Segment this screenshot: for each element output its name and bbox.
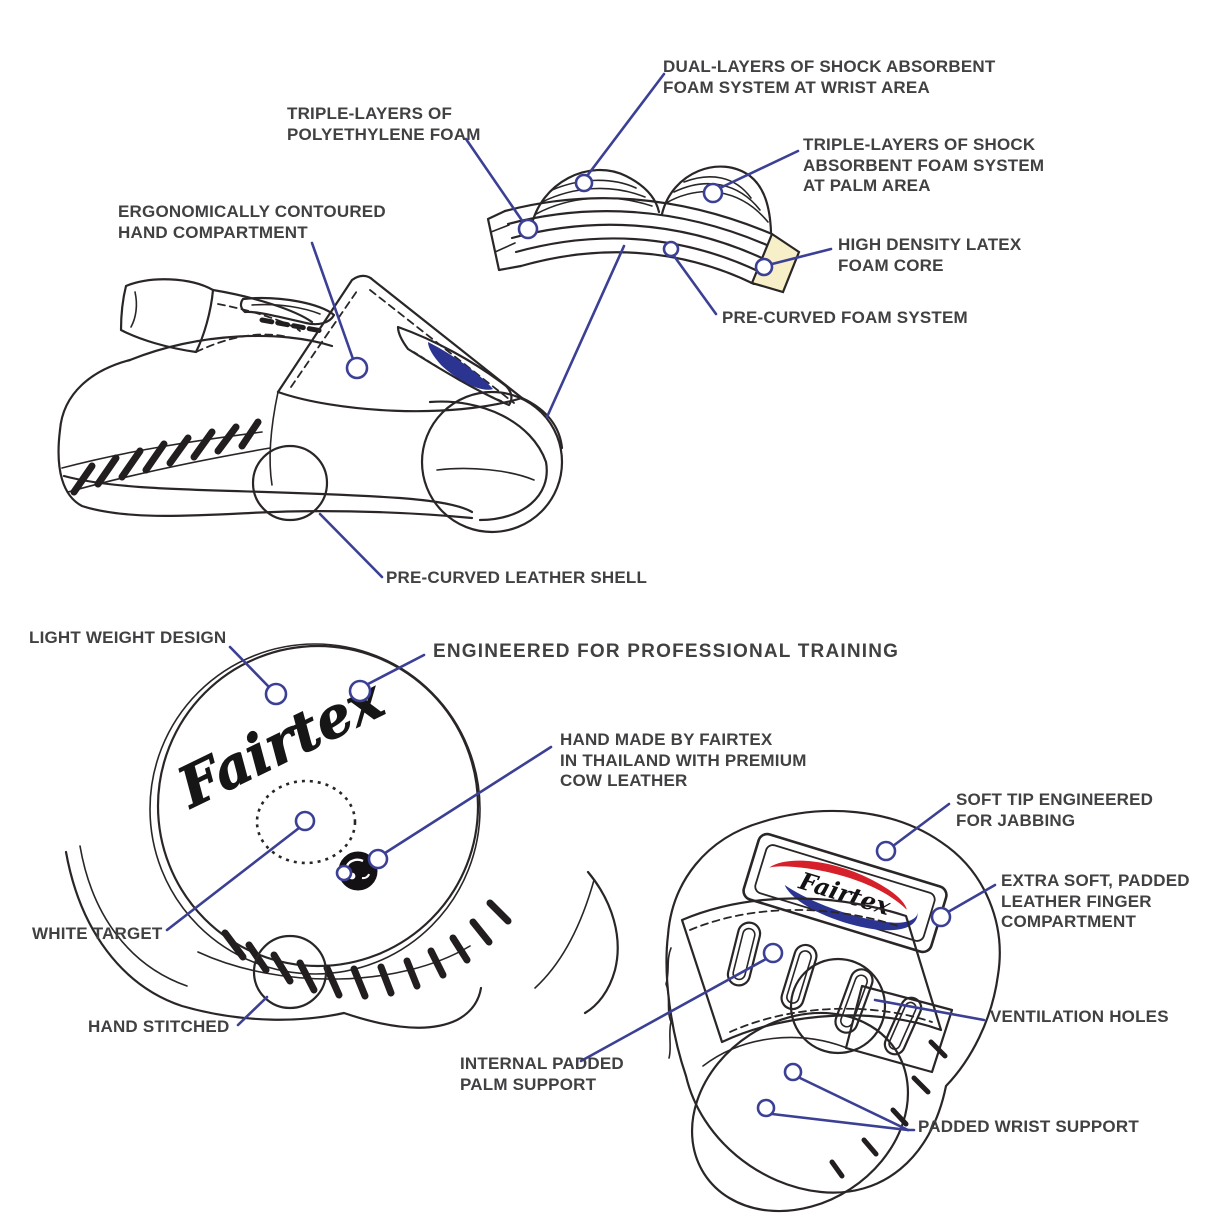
shell-magnifier-circle: [251, 444, 329, 522]
label-hand-stitched: HAND STITCHED: [88, 1017, 230, 1036]
label-ergonomic: ERGONOMICALLY CONTOURED HAND COMPARTMENT: [118, 202, 386, 242]
white-target-ellipse: [255, 779, 357, 865]
label-engineered: ENGINEERED FOR PROFESSIONAL TRAINING: [433, 641, 900, 662]
front-view-mitt-drawing: Fairtex: [64, 643, 619, 1029]
side-view-mitt-drawing: [57, 274, 564, 534]
palm-view-mitt-drawing: Fairtex: [665, 809, 1001, 1213]
fairtex-patch-logo: Fairtex: [742, 832, 948, 954]
label-ventilation: VENTILATION HOLES: [990, 1007, 1169, 1026]
tip-magnifier-circle: [420, 390, 564, 534]
label-triple-polyethylene: TRIPLE-LAYERS OF POLYETHYLENE FOAM: [287, 104, 481, 144]
stitch-magnifier-circle: [252, 934, 328, 1010]
label-latex-core: HIGH DENSITY LATEX FOAM CORE: [838, 235, 1022, 275]
leader-lines: [165, 72, 997, 1132]
label-extra-soft: EXTRA SOFT, PADDED LEATHER FINGER COMPAR…: [1001, 871, 1190, 932]
callout-markers: [264, 173, 952, 1118]
ventilation-slots: [726, 921, 923, 1056]
label-hand-made: HAND MADE BY FAIRTEX IN THAILAND WITH PR…: [560, 730, 807, 791]
label-light-weight: LIGHT WEIGHT DESIGN: [29, 628, 227, 647]
label-white-target: WHITE TARGET: [32, 924, 163, 943]
label-dual-layers-wrist: DUAL-LAYERS OF SHOCK ABSORBENT FOAM SYST…: [663, 57, 996, 97]
label-soft-tip: SOFT TIP ENGINEERED FOR JABBING: [956, 790, 1154, 830]
label-precurved-foam: PRE-CURVED FOAM SYSTEM: [722, 308, 968, 327]
label-internal-padded: INTERNAL PADDED PALM SUPPORT: [460, 1054, 624, 1094]
side-mitt-blue-swoosh: [428, 342, 493, 390]
label-padded-wrist: PADDED WRIST SUPPORT: [918, 1117, 1139, 1136]
label-precurved-leather: PRE-CURVED LEATHER SHELL: [386, 568, 648, 587]
label-triple-palm: TRIPLE-LAYERS OF SHOCK ABSORBENT FOAM SY…: [803, 135, 1045, 196]
